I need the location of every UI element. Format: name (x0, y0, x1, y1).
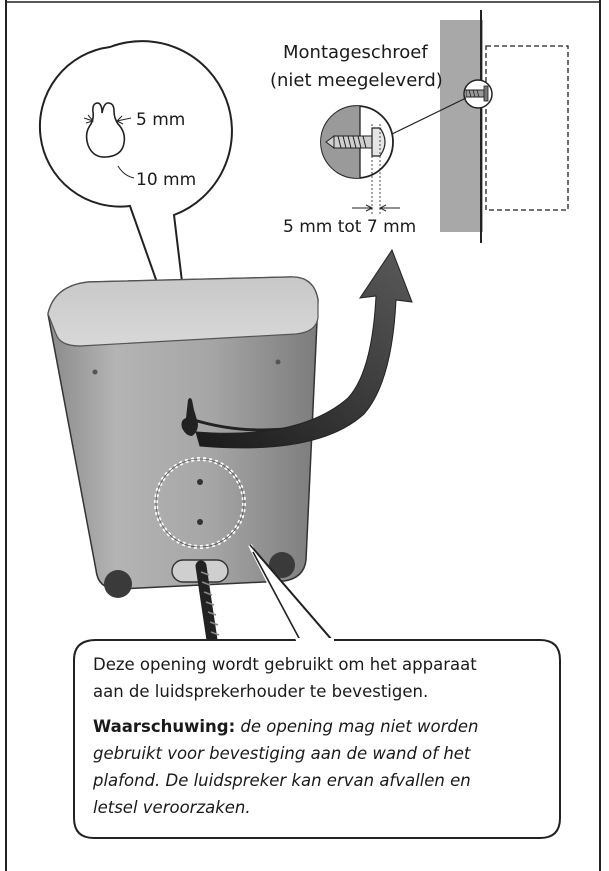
warning-label: Waarschuwing: (93, 717, 236, 736)
screw-depth-label: 5 mm tot 7 mm (283, 217, 417, 237)
speaker-feet-left (104, 570, 132, 598)
keyhole-shape-icon (85, 102, 126, 158)
speaker-outline-dashed (485, 45, 569, 211)
keyhole-width-label: 5 mm (136, 110, 186, 130)
keyhole-height-label: 10 mm (136, 170, 197, 190)
caption-line-1: Deze opening wordt gebruikt om het appar… (93, 655, 477, 674)
warning-line-4: letsel veroorzaken. (93, 798, 251, 817)
caption-callout (73, 544, 561, 839)
curved-arrow (195, 248, 413, 449)
screw-title-line1: Montageschroef (283, 42, 428, 63)
speaker-top-cap (47, 276, 319, 347)
screw-title-line2: (niet meegeleverd) (270, 70, 443, 91)
warning-line-2: gebruikt voor bevestiging aan de wand of… (93, 744, 471, 763)
warning-line-1: Waarschuwing: de opening mag niet worden (93, 717, 479, 736)
speaker-keyhole-icon (181, 398, 198, 436)
speaker-cable (195, 560, 218, 646)
wall-section (440, 20, 483, 232)
depth-dimension-arrows (352, 204, 400, 212)
caption-line-2: aan de luidsprekerhouder te bevestigen. (93, 682, 429, 701)
warning-line-3: plafond. De luidspreker kan ervan afvall… (93, 771, 471, 790)
speaker-feet-right (269, 552, 295, 578)
caption-text-box: Deze opening wordt gebruikt om het appar… (73, 639, 559, 839)
warning-text-1: de opening mag niet worden (240, 717, 479, 736)
screw-zoom-leader (389, 97, 467, 136)
